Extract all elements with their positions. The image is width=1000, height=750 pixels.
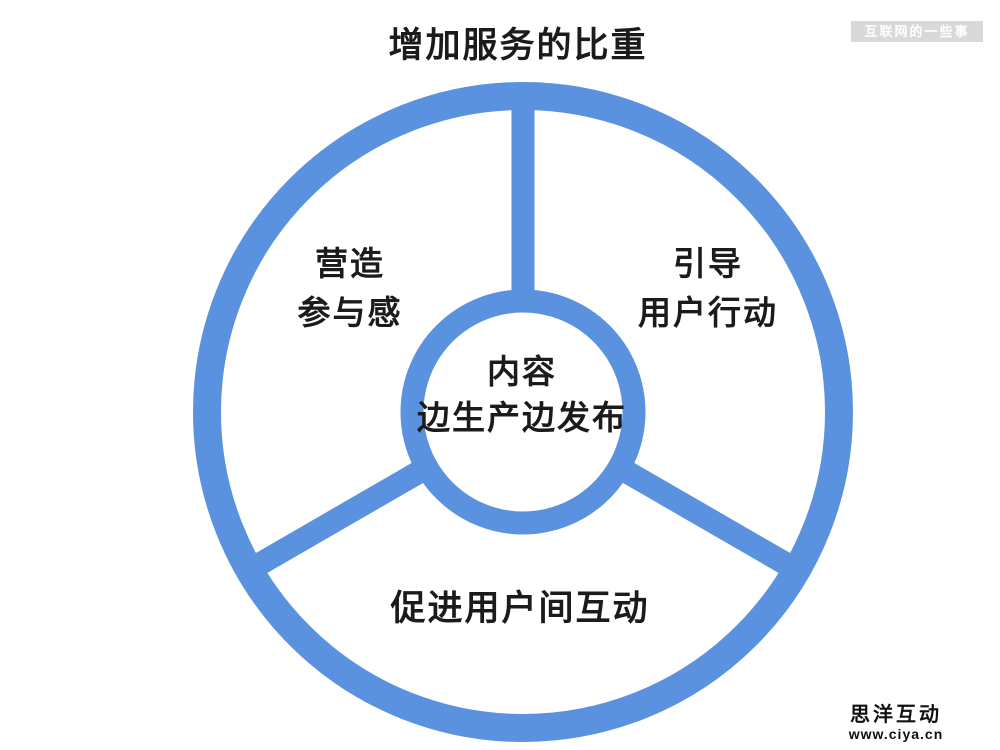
sector-label-left: 营造 参与感: [250, 239, 450, 337]
sector-left-line2: 参与感: [297, 294, 403, 331]
diagram-title: 增加服务的比重: [388, 26, 648, 65]
hub-label: 内容 边生产边发布: [372, 349, 672, 441]
watermark-site-name: 思洋互动: [850, 704, 942, 726]
watermark-top-right: 互联网的一些事: [851, 21, 983, 42]
sector-label-right: 引导 用户行动: [608, 239, 808, 337]
spoke-lower-left: [240, 454, 438, 582]
sector-left-line1: 营造: [315, 245, 385, 282]
watermark-site-url: www.ciya.cn: [848, 726, 944, 742]
hub-line1: 内容: [487, 353, 557, 390]
sector-right-line2: 用户行动: [638, 294, 778, 331]
hub-line2: 边生产边发布: [417, 399, 627, 436]
watermark-bottom-right: 思洋互动 www.ciya.cn: [806, 704, 986, 742]
sector-label-bottom: 促进用户间互动: [390, 589, 650, 628]
sector-right-line1: 引导: [673, 245, 743, 282]
spoke-lower-right: [608, 454, 806, 582]
